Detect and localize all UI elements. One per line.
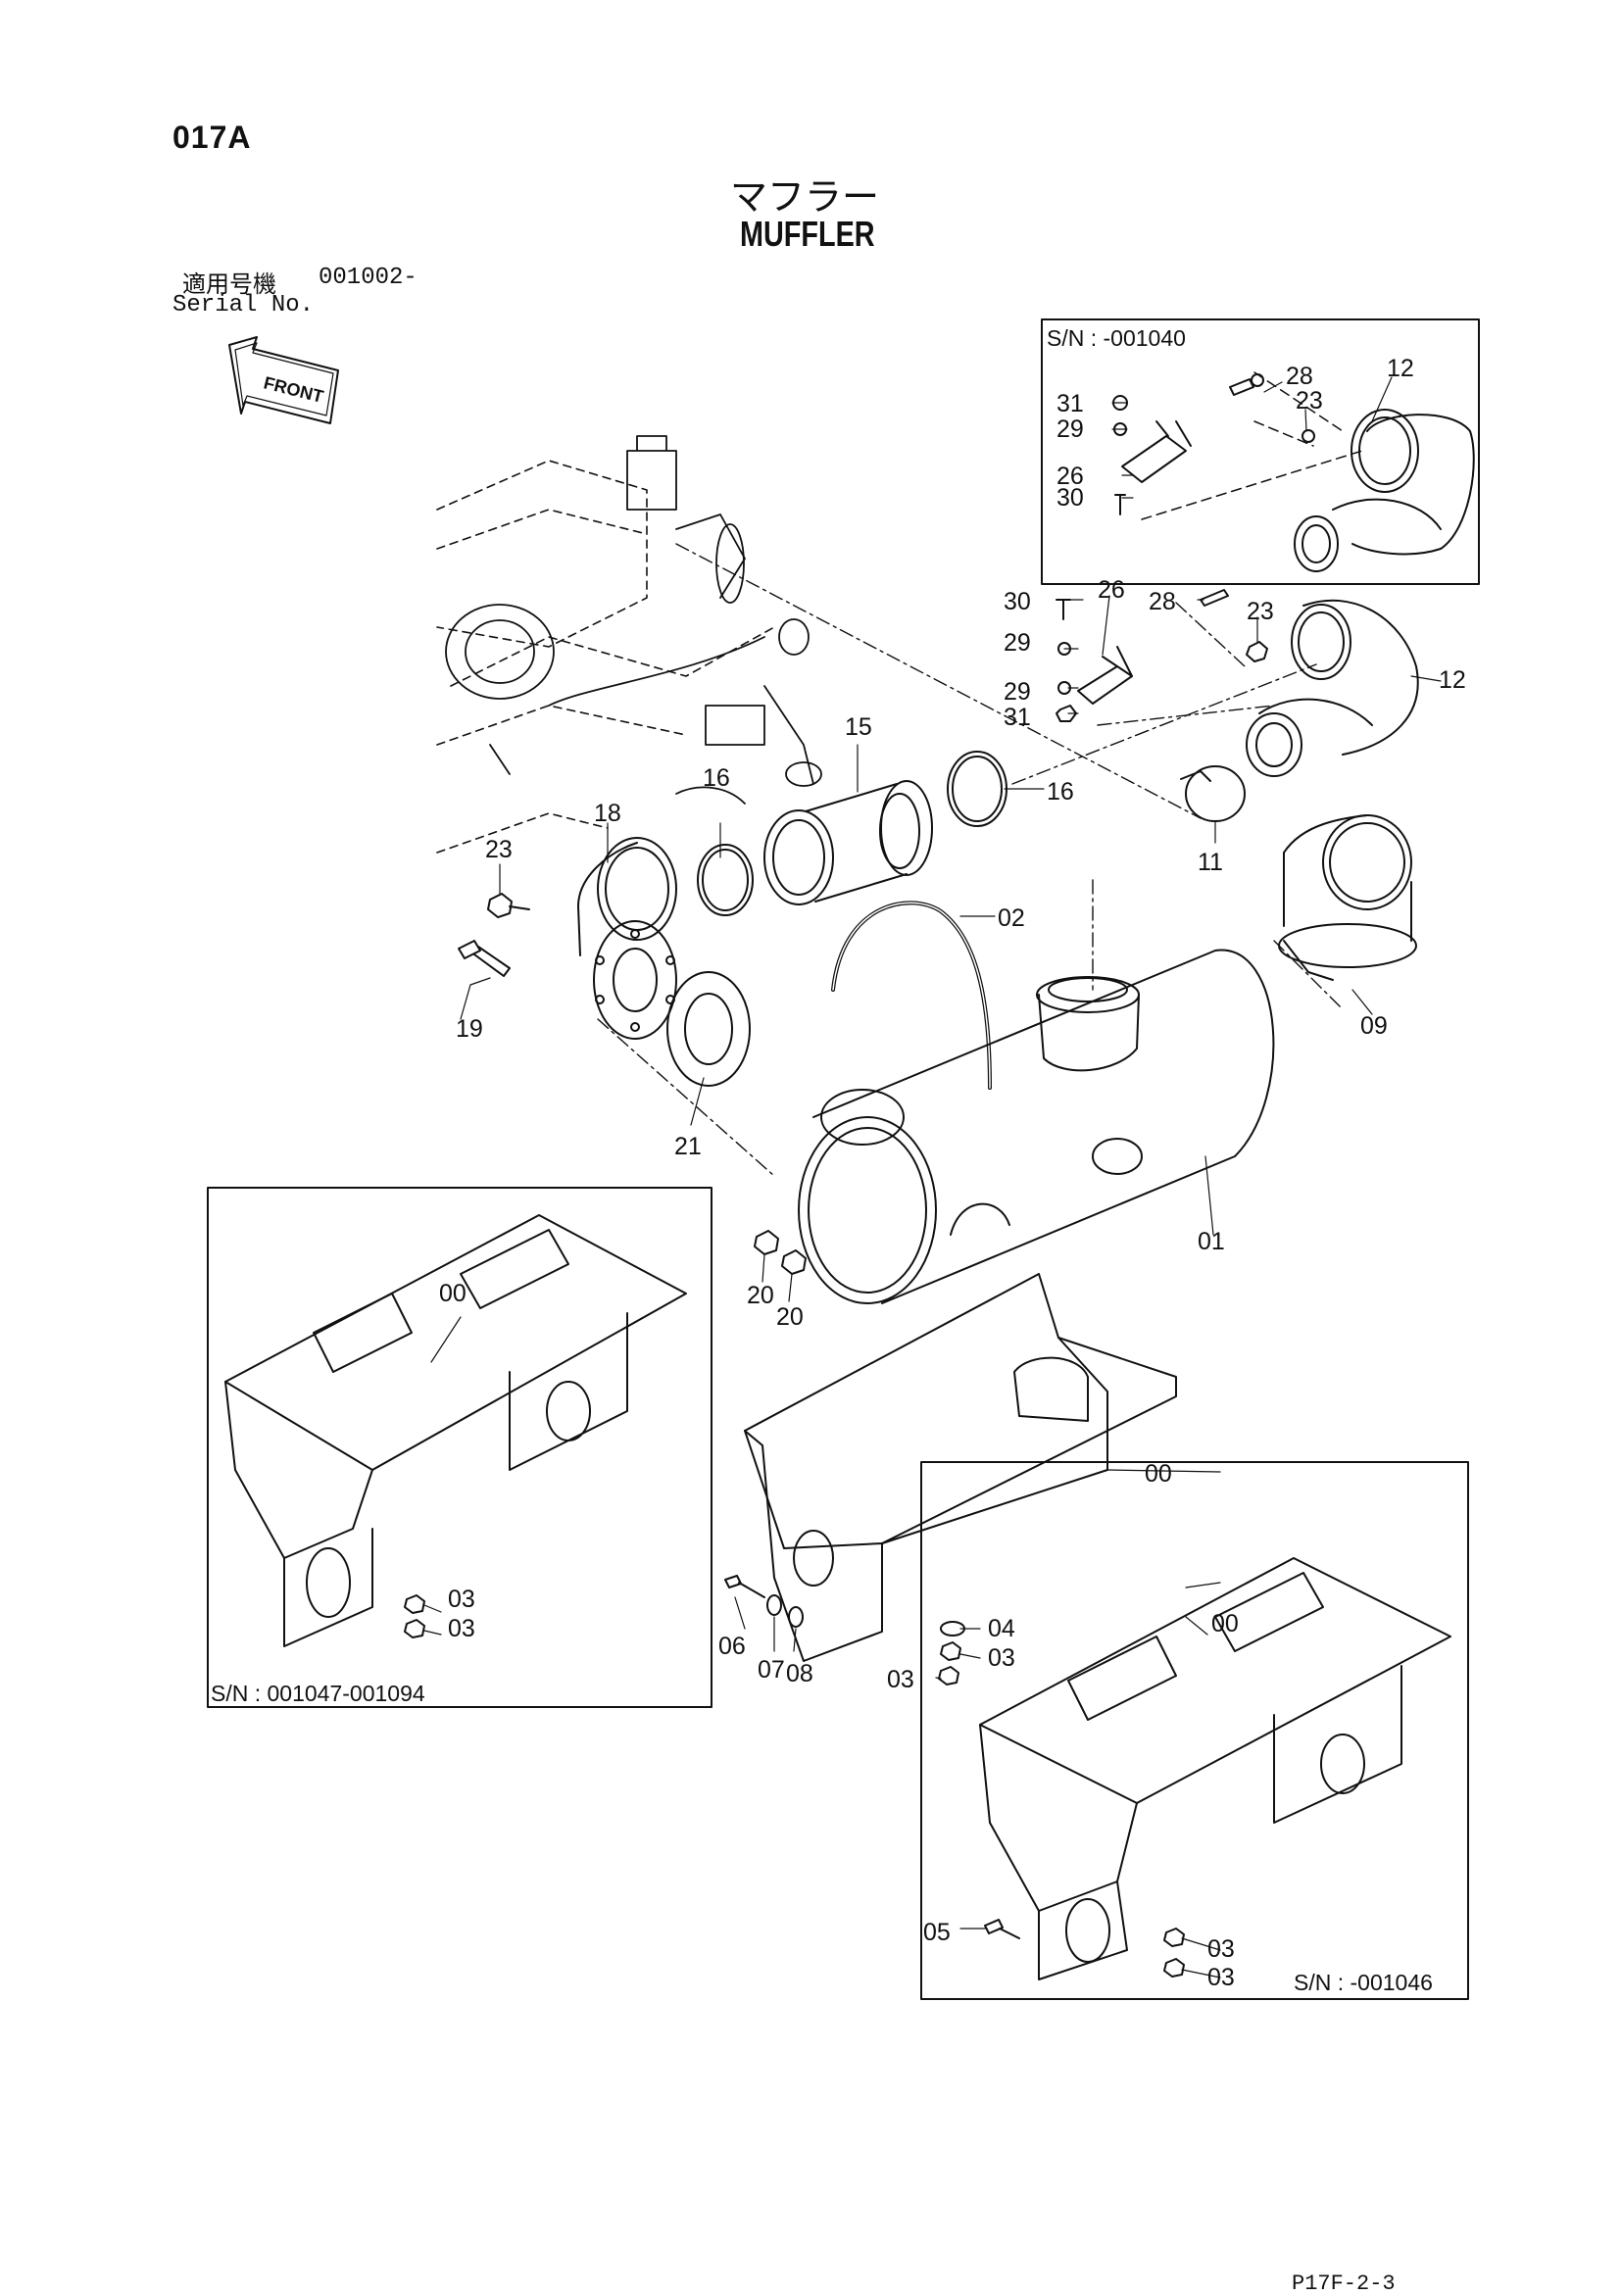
callout-label: 12 bbox=[1387, 355, 1414, 382]
pipe-15 bbox=[763, 780, 933, 905]
elbow-12 bbox=[1246, 599, 1419, 777]
callout-label: 29 bbox=[1004, 629, 1031, 657]
serial-label-japanese: 適用号機 bbox=[182, 270, 276, 298]
callout-label: 09 bbox=[1360, 1012, 1388, 1040]
callout-label: 18 bbox=[594, 800, 621, 827]
elbow-18 bbox=[577, 837, 677, 1040]
elbow-09 bbox=[1278, 814, 1417, 981]
callout-label: 11 bbox=[1198, 849, 1223, 876]
inset-bottom-right: S/N : -001046 bbox=[920, 1461, 1469, 2000]
callout-label: 26 bbox=[1056, 463, 1084, 490]
callout-label: 03 bbox=[988, 1644, 1015, 1672]
clamp-11 bbox=[1180, 765, 1246, 822]
callout-label: 30 bbox=[1056, 484, 1084, 512]
bolt-19-icon bbox=[458, 940, 511, 977]
callout-label: 00 bbox=[439, 1280, 467, 1307]
callout-label: 05 bbox=[923, 1919, 951, 1946]
front-arrow-icon: FRONT bbox=[228, 336, 339, 424]
callout-label: 08 bbox=[786, 1660, 813, 1687]
callout-label: 03 bbox=[1207, 1935, 1235, 1963]
bracket-00-main bbox=[744, 1273, 1177, 1662]
leader-lines bbox=[423, 376, 1442, 1978]
callout-label: 03 bbox=[448, 1615, 475, 1642]
callout-label: 15 bbox=[845, 713, 872, 741]
ring-16-left bbox=[697, 844, 754, 916]
callout-label: 26 bbox=[1098, 576, 1125, 604]
serial-value: 001002- bbox=[319, 265, 418, 291]
callout-label: 30 bbox=[1004, 588, 1031, 615]
callout-label: 29 bbox=[1004, 678, 1031, 706]
callout-label: 07 bbox=[758, 1656, 785, 1684]
callout-label: 31 bbox=[1056, 390, 1084, 417]
callout-label: 29 bbox=[1056, 415, 1084, 443]
callout-label: 03 bbox=[448, 1586, 475, 1613]
callout-label: 28 bbox=[1149, 588, 1176, 615]
page-title: MUFFLER bbox=[740, 214, 875, 254]
callout-label: 16 bbox=[1047, 778, 1074, 806]
callout-label: 23 bbox=[1247, 598, 1274, 625]
callout-label: 21 bbox=[674, 1133, 702, 1160]
callout-label: 12 bbox=[1439, 666, 1466, 694]
callout-label: 31 bbox=[1004, 704, 1031, 731]
nut-23-icon bbox=[487, 893, 530, 918]
serial-label: Serial No. bbox=[172, 292, 315, 318]
engine-turbo bbox=[445, 435, 822, 805]
callout-label: 00 bbox=[1211, 1610, 1239, 1637]
callout-label: 01 bbox=[1198, 1228, 1225, 1255]
callout-label: 02 bbox=[998, 904, 1025, 932]
callout-label: 04 bbox=[988, 1615, 1015, 1642]
inset-serial-label: S/N : -001046 bbox=[1294, 1970, 1433, 1995]
callout-label: 19 bbox=[456, 1015, 483, 1043]
nut-20b-icon bbox=[781, 1249, 807, 1275]
assembly-lines bbox=[597, 543, 1344, 1177]
hose-02 bbox=[831, 901, 992, 1090]
inset-serial-label: S/N : -001040 bbox=[1047, 325, 1186, 351]
inset-left: S/N : 001047-001094 bbox=[207, 1187, 712, 1708]
callout-label: 03 bbox=[887, 1666, 914, 1693]
page-code: 017A bbox=[172, 120, 252, 155]
flange-gasket-21 bbox=[666, 971, 751, 1087]
nut-20a-icon bbox=[754, 1230, 779, 1255]
callout-label: 23 bbox=[1296, 387, 1323, 415]
page-reference: P17F-2-3 bbox=[1292, 2272, 1396, 2296]
muffler-body-01 bbox=[798, 949, 1275, 1304]
callout-label: 20 bbox=[776, 1303, 804, 1331]
ring-16-right bbox=[947, 751, 1007, 827]
callout-label: 20 bbox=[747, 1282, 774, 1309]
callout-label: 06 bbox=[718, 1633, 746, 1660]
page-title-japanese: マフラー bbox=[730, 175, 880, 219]
inset-top-right: S/N : -001040 bbox=[1041, 318, 1480, 585]
callout-label: 16 bbox=[703, 764, 730, 792]
callout-labels: 28 12 31 23 29 26 30 30 26 28 23 29 29 1… bbox=[439, 355, 1466, 1991]
inset-serial-label: S/N : 001047-001094 bbox=[211, 1681, 425, 1706]
callout-label: 28 bbox=[1286, 363, 1313, 390]
callout-label: 03 bbox=[1207, 1964, 1235, 1991]
callout-label: 23 bbox=[485, 836, 513, 863]
callout-label: 00 bbox=[1145, 1460, 1172, 1488]
